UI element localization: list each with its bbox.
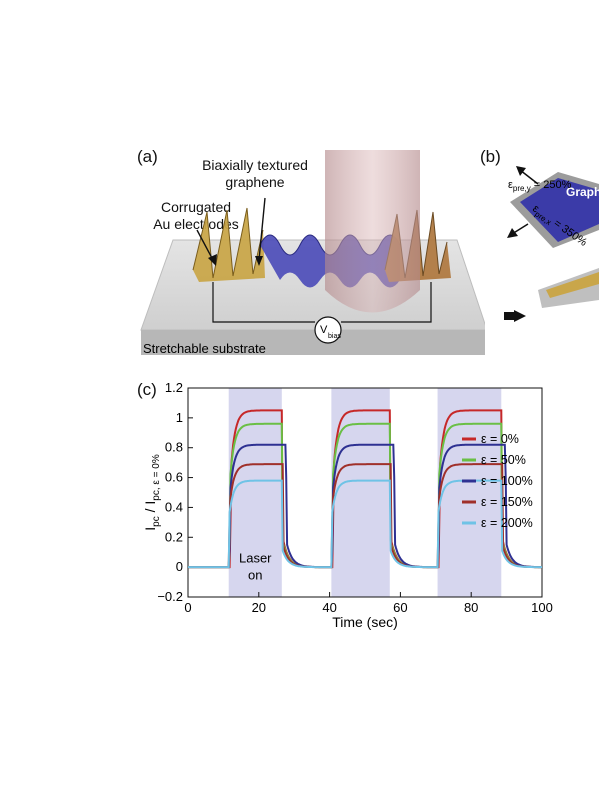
vbias-source: [314, 316, 342, 344]
x-tick-label: 100: [531, 600, 553, 615]
substrate-label: Stretchable substrate: [143, 341, 266, 356]
graphene-annotation: Biaxially textured graphene: [202, 157, 308, 190]
electrode-pointer: [196, 229, 214, 261]
device-schematic: V bias Stretchable substrate: [140, 150, 485, 356]
plot-frame: [187, 387, 543, 598]
panel-b-label: (b): [480, 147, 501, 166]
series-line: [188, 443, 542, 569]
vbias-subscript: bias: [328, 333, 341, 340]
x-tick-label: 0: [184, 600, 191, 615]
y-tick-label: 0: [176, 559, 183, 574]
legend-entry: ε = 100%: [481, 474, 533, 488]
panel-a-label: (a): [137, 147, 158, 166]
x-tick-label: 40: [322, 600, 336, 615]
laser-beam: [325, 150, 420, 313]
laser-on-label: Laser: [239, 551, 272, 566]
graphene-pointer: [258, 197, 266, 261]
x-tick-label: 80: [464, 600, 478, 615]
y-tick-label: 1: [176, 410, 183, 425]
y-tick-label: 0.4: [165, 499, 183, 514]
legend-entry: ε = 200%: [481, 516, 533, 530]
legend-entry: ε = 150%: [481, 495, 533, 509]
y-axis-label: Ipc / Ipc, ε = 0%: [142, 454, 162, 531]
series-line: [188, 463, 542, 569]
x-tick-label: 60: [393, 600, 407, 615]
y-tick-label: 0.6: [165, 470, 183, 485]
substrate-front: [141, 330, 485, 355]
x-axis-label: Time (sec): [332, 614, 398, 630]
series-line: [188, 422, 542, 569]
legend-entry: ε = 50%: [481, 453, 526, 467]
y-tick-label: −0.2: [157, 589, 183, 604]
strain-y-label: εpre,y = 250%: [508, 179, 572, 193]
y-tick-label: 0.8: [165, 440, 183, 455]
series-line: [188, 409, 542, 569]
left-electrode: [192, 207, 265, 282]
series-line: [188, 479, 542, 569]
panel-c-label: (c): [137, 380, 157, 399]
x-tick-label: 20: [252, 600, 266, 615]
y-tick-label: 1.2: [165, 380, 183, 395]
legend-entry: ε = 0%: [481, 432, 519, 446]
laser-on-band: [331, 388, 390, 597]
panel-b-schematic: Graphe εpre,y = 250% εpre,x = 350%: [504, 166, 599, 322]
y-tick-label: 0.2: [165, 529, 183, 544]
laser-on-label-line2: on: [248, 568, 262, 583]
bias-circuit: [212, 282, 315, 323]
material-label: Graphe: [566, 185, 599, 199]
vbias-label: V: [320, 324, 328, 336]
